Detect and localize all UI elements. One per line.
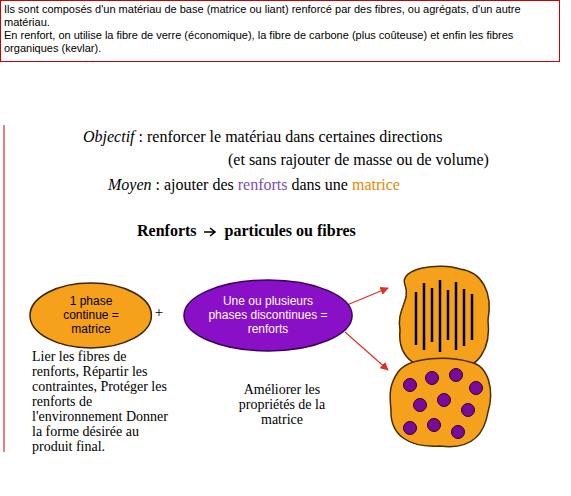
matrix-roles: Lier les fibres de renforts, Répartir le…: [32, 349, 172, 454]
fibre-composite: [399, 266, 489, 369]
text-line: (et sans rajouter de masse ou de volume): [228, 151, 493, 169]
pointer-arrow: [347, 288, 388, 305]
particle-composite: [390, 358, 490, 446]
means-label: Moyen: [108, 176, 152, 193]
section-heading: Renforts: [137, 222, 197, 239]
ellipse-shape: [184, 280, 352, 351]
margin-rule: [4, 125, 5, 452]
pointer-arrow: [345, 332, 388, 370]
reinforcement-word: renforts: [238, 176, 288, 193]
matrix-word: matrice: [352, 176, 400, 193]
objective-text: : renforcer le matériau dans certaines d…: [139, 128, 443, 145]
section-heading: particules ou fibres: [225, 222, 356, 239]
reinforcement-ellipse: Une ou plusieurs phases discontinues = r…: [183, 279, 353, 352]
means-text: dans une: [292, 176, 348, 193]
means-text: : ajouter des: [156, 176, 234, 193]
fibres: [416, 280, 472, 352]
objective-text: (et sans rajouter de masse ou de volume): [228, 151, 489, 168]
node-text: 1 phase continue = matrice: [52, 294, 130, 336]
node-text: Une ou plusieurs phases discontinues = r…: [208, 294, 328, 336]
text-line: Objectif: renforcer le matériau dans cer…: [83, 128, 446, 146]
objective-label: Objectif: [83, 128, 135, 145]
intro-box: Ils sont composés d'un matériau de base …: [0, 0, 560, 62]
plus-sign: +: [152, 305, 166, 320]
text-line: Renforts particules ou fibres: [137, 222, 360, 240]
arrow-symbol: [204, 228, 215, 236]
ellipse-shape: [30, 283, 151, 348]
node-text: En renfort, on utilise la fibre de verre…: [4, 29, 556, 55]
matrix-ellipse: 1 phase continue = matrice: [29, 282, 152, 349]
arrow-symbol: [203, 226, 219, 238]
particles: [404, 369, 483, 439]
node-text: Ils sont composés d'un matériau de base …: [4, 3, 556, 29]
text-line: Moyen: ajouter desrenfortsdans unematric…: [108, 176, 404, 194]
reinforcement-role: Améliorer les propriétés de la matrice: [232, 382, 332, 427]
